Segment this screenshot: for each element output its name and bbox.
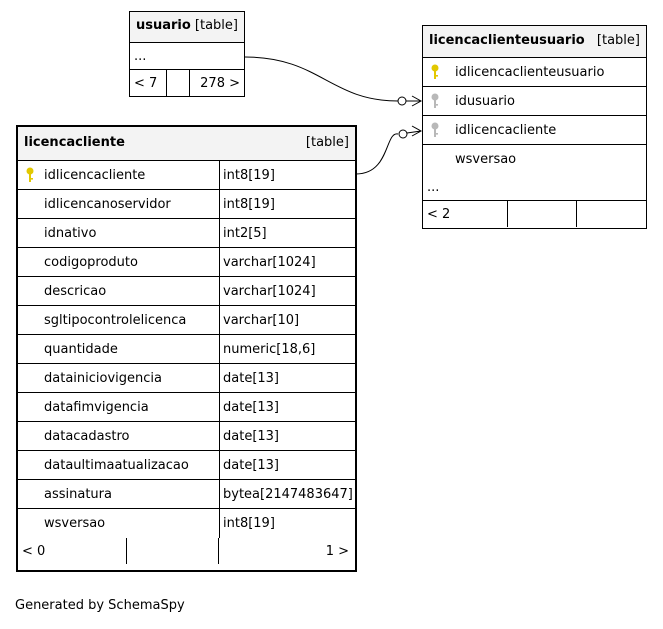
table-header: licencacliente [table]	[18, 127, 355, 161]
column-name: idnativo	[44, 225, 97, 241]
generated-by-footer: Generated by SchemaSpy	[15, 598, 185, 613]
column-name: dataultimaatualizacao	[44, 457, 189, 473]
column-name: idusuario	[455, 93, 515, 109]
table-kind: [table]	[596, 33, 640, 48]
nav-right[interactable]: 278 >	[200, 75, 240, 91]
column-row: idlicencaclienteusuario	[423, 58, 646, 87]
column-type: int8[19]	[219, 161, 355, 189]
relationship-licencacliente-line	[355, 133, 399, 175]
column-type: int8[19]	[219, 509, 355, 538]
column-name: idlicencacliente	[455, 122, 557, 138]
column-name: datacadastro	[44, 428, 130, 444]
column-row: dataultimaatualizacao date[13]	[18, 451, 355, 480]
column-row: idlicencacliente int8[19]	[18, 161, 355, 190]
column-type: bytea[2147483647]	[219, 480, 355, 508]
column-name: sgltipocontrolelicenca	[44, 312, 187, 328]
relationship-crowsfoot	[406, 125, 423, 137]
column-type: varchar[10]	[219, 306, 355, 334]
nav-left[interactable]: < 2	[427, 206, 451, 222]
table-header: licencaclienteusuario [table]	[423, 26, 646, 58]
column-row: datacadastro date[13]	[18, 422, 355, 451]
nav-row: < 7 278 >	[130, 70, 244, 96]
nav-row: < 0 1 >	[18, 538, 355, 564]
ellipsis-text: ...	[134, 48, 147, 64]
column-row: datainiciovigencia date[13]	[18, 364, 355, 393]
table-header: usuario [table]	[130, 12, 244, 43]
column-row: wsversao int8[19]	[18, 509, 355, 538]
column-type: date[13]	[219, 422, 355, 450]
column-row: datafimvigencia date[13]	[18, 393, 355, 422]
primary-key-icon	[26, 167, 34, 182]
nav-divider	[126, 538, 219, 564]
table-name: licencaclienteusuario	[429, 33, 585, 48]
nav-left[interactable]: < 0	[22, 543, 46, 559]
ellipsis-row: ...	[423, 174, 646, 201]
relationship-crowsfoot	[406, 95, 423, 107]
column-name: datafimvigencia	[44, 399, 149, 415]
primary-key-icon	[431, 64, 439, 79]
column-type: int2[5]	[219, 219, 355, 247]
column-name: quantidade	[44, 341, 118, 357]
column-row: assinatura bytea[2147483647]	[18, 480, 355, 509]
column-name: codigoproduto	[44, 254, 138, 270]
column-row: wsversao	[423, 145, 646, 174]
table-kind: [table]	[194, 18, 238, 33]
column-type: date[13]	[219, 451, 355, 479]
column-type: varchar[1024]	[219, 277, 355, 305]
column-row: idnativo int2[5]	[18, 219, 355, 248]
column-name: descricao	[44, 283, 107, 299]
column-row: idusuario	[423, 87, 646, 116]
nav-left[interactable]: < 7	[134, 75, 158, 91]
foreign-key-icon	[431, 93, 439, 108]
column-name: assinatura	[44, 486, 112, 502]
relationship-optional-marker	[398, 129, 408, 139]
column-type: int8[19]	[219, 190, 355, 218]
column-row: idlicencanoservidor int8[19]	[18, 190, 355, 219]
column-row: sgltipocontrolelicenca varchar[10]	[18, 306, 355, 335]
ellipsis-text: ...	[427, 179, 440, 195]
column-row: idlicencacliente	[423, 116, 646, 145]
column-name: idlicencanoservidor	[44, 196, 171, 212]
table-usuario[interactable]: usuario [table] ... < 7 278 >	[129, 11, 245, 97]
column-row: quantidade numeric[18,6]	[18, 335, 355, 364]
ellipsis-row: ...	[130, 43, 244, 70]
table-name: licencacliente	[24, 135, 125, 150]
relationship-usuario-line	[244, 56, 399, 102]
column-row: descricao varchar[1024]	[18, 277, 355, 306]
column-name: idlicencacliente	[44, 167, 146, 183]
column-row: codigoproduto varchar[1024]	[18, 248, 355, 277]
column-name: datainiciovigencia	[44, 370, 162, 386]
column-type: date[13]	[219, 364, 355, 392]
column-name: wsversao	[44, 516, 106, 531]
column-name: idlicencaclienteusuario	[455, 64, 605, 80]
table-kind: [table]	[305, 135, 349, 150]
relationship-optional-marker	[397, 96, 407, 106]
column-name: wsversao	[455, 152, 517, 167]
column-type: date[13]	[219, 393, 355, 421]
nav-row: < 2	[423, 201, 646, 227]
nav-divider	[166, 70, 190, 96]
table-licencaclienteusuario[interactable]: licencaclienteusuario [table] idlicencac…	[422, 25, 647, 229]
column-type: numeric[18,6]	[219, 335, 355, 363]
column-type: varchar[1024]	[219, 248, 355, 276]
nav-right[interactable]: 1 >	[325, 543, 349, 559]
nav-divider	[507, 201, 577, 227]
foreign-key-icon	[431, 122, 439, 137]
table-name: usuario	[136, 18, 191, 33]
